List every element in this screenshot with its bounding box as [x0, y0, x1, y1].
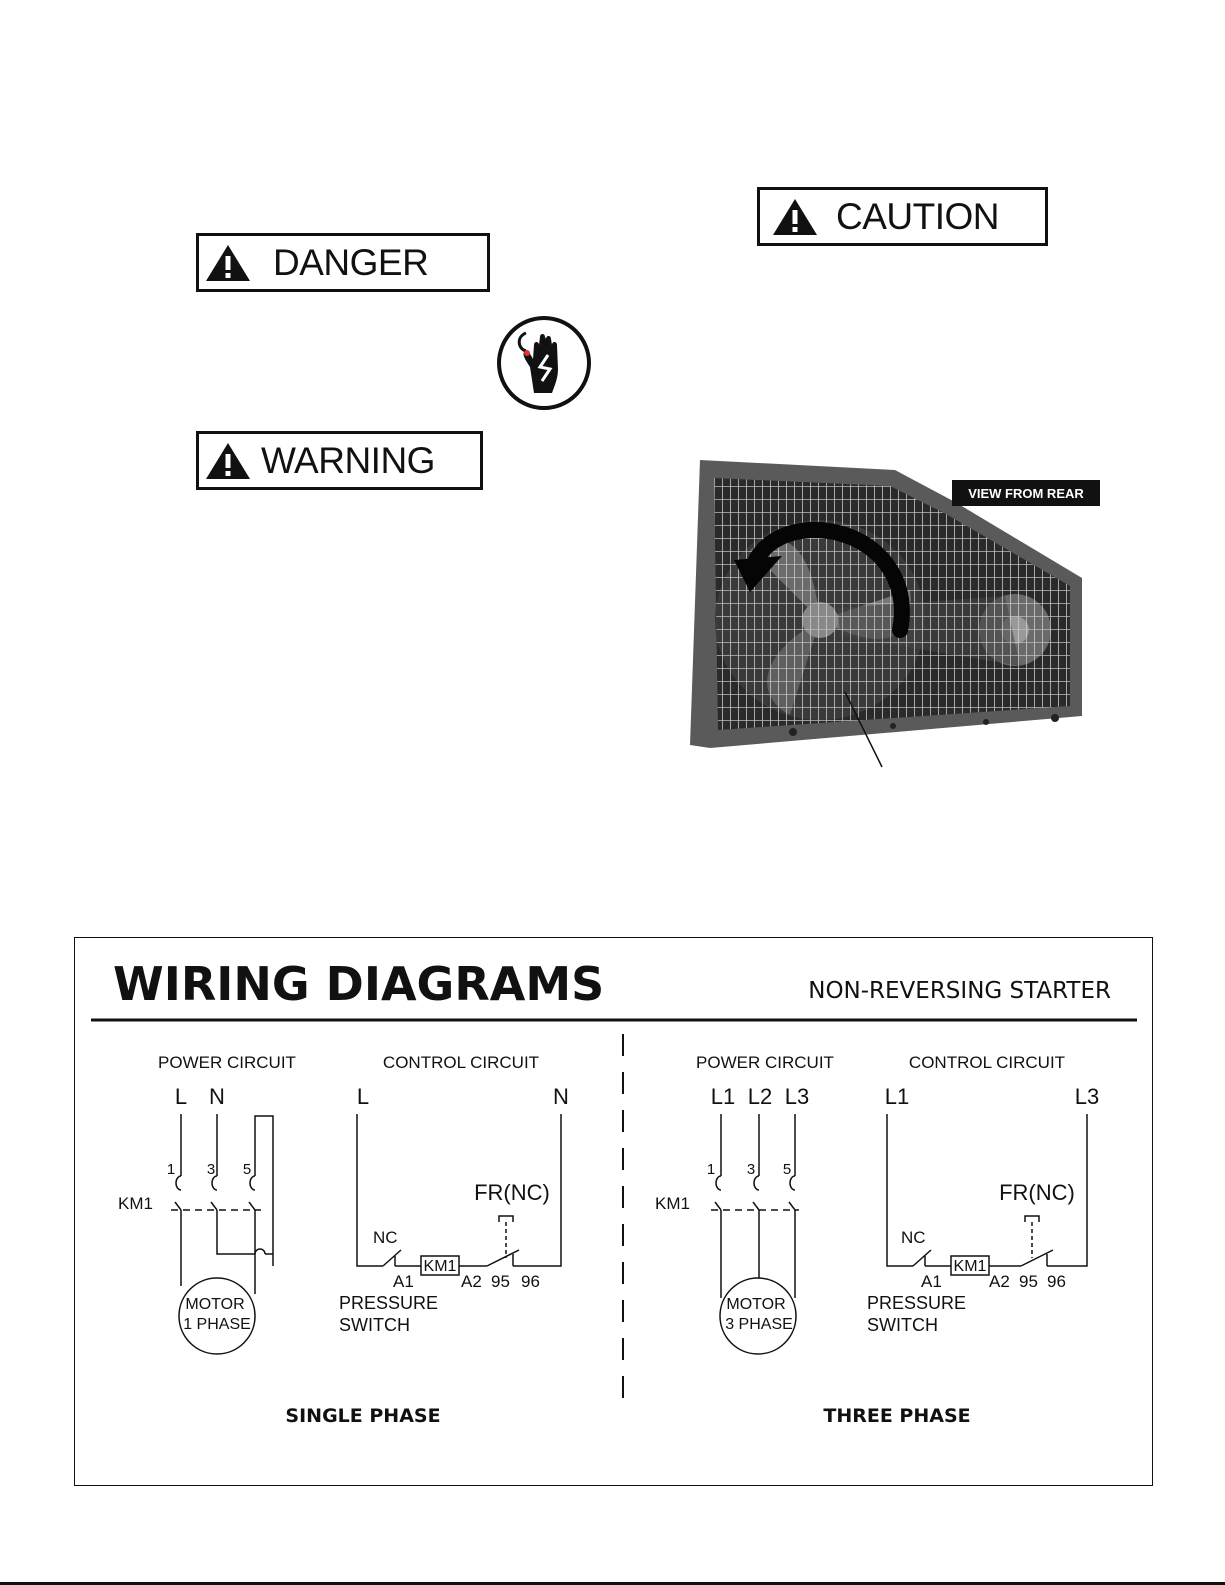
single-a2-label: A2	[461, 1272, 482, 1291]
single-95-label: 95	[491, 1272, 510, 1291]
three-line-l1: L1	[711, 1084, 735, 1109]
single-ctrl-n: N	[553, 1084, 569, 1109]
warning-triangle-icon	[206, 442, 250, 479]
single-motor-line1: MOTOR	[185, 1296, 244, 1313]
three-96-label: 96	[1047, 1272, 1066, 1291]
single-line-l: L	[175, 1084, 187, 1109]
three-coil-label: KM1	[954, 1258, 987, 1275]
single-line-n: N	[209, 1084, 225, 1109]
view-from-rear-label-bg	[952, 480, 1100, 506]
three-95-label: 95	[1019, 1272, 1038, 1291]
three-a1-label: A1	[921, 1272, 942, 1291]
three-phase-caption: THREE PHASE	[823, 1405, 970, 1427]
single-a1-label: A1	[393, 1272, 414, 1291]
caution-sign: CAUTION	[757, 187, 1048, 246]
wiring-title: WIRING DIAGRAMS	[113, 957, 604, 1011]
single-phase-caption: SINGLE PHASE	[285, 1405, 440, 1427]
danger-sign: DANGER	[196, 233, 490, 292]
fan-guard-figure: VIEW FROM REAR	[690, 460, 1100, 768]
single-contact-3: 3	[207, 1161, 215, 1178]
single-power-heading: POWER CIRCUIT	[158, 1053, 296, 1072]
three-contact-1: 1	[707, 1161, 715, 1178]
view-from-rear-label: VIEW FROM REAR	[968, 486, 1084, 501]
three-a2-label: A2	[989, 1272, 1010, 1291]
caution-sign-label: CAUTION	[836, 196, 1000, 237]
single-96-label: 96	[521, 1272, 540, 1291]
three-motor-line1: MOTOR	[726, 1296, 785, 1313]
warning-triangle-icon	[773, 198, 817, 235]
wiring-subtitle: NON-REVERSING STARTER	[808, 978, 1111, 1004]
three-contact-3: 3	[747, 1161, 755, 1178]
warning-sign-label: WARNING	[261, 440, 435, 481]
single-contact-5: 5	[243, 1161, 251, 1178]
page-bottom-rule	[0, 1582, 1225, 1585]
wiring-diagrams-panel: WIRING DIAGRAMS NON-REVERSING STARTER PO…	[74, 937, 1153, 1486]
single-nc-label: NC	[373, 1228, 398, 1247]
three-power-heading: POWER CIRCUIT	[696, 1053, 834, 1072]
danger-sign-label: DANGER	[273, 242, 429, 283]
electric-shock-hand-icon	[497, 316, 591, 410]
three-line-l2: L2	[748, 1084, 772, 1109]
three-pressure-line1: PRESSURE	[867, 1293, 966, 1313]
pointer-line	[844, 691, 883, 768]
three-fr-label: FR(NC)	[999, 1180, 1075, 1205]
single-phase-diagram: POWER CIRCUIT CONTROL CIRCUIT L N	[118, 1053, 569, 1427]
three-line-l3: L3	[785, 1084, 809, 1109]
three-motor-line2: 3 PHASE	[725, 1316, 793, 1333]
three-nc-label: NC	[901, 1228, 926, 1247]
three-contactor-label: KM1	[655, 1194, 690, 1213]
three-pressure-line2: SWITCH	[867, 1315, 938, 1335]
rotation-arrow	[746, 521, 910, 638]
single-pressure-line1: PRESSURE	[339, 1293, 438, 1313]
warning-triangle-icon	[206, 244, 250, 281]
warning-sign: WARNING	[196, 431, 483, 490]
single-ctrl-l: L	[357, 1084, 369, 1109]
single-contactor-label: KM1	[118, 1194, 153, 1213]
single-coil-label: KM1	[424, 1258, 457, 1275]
single-motor-line2: 1 PHASE	[183, 1316, 251, 1333]
single-pressure-line2: SWITCH	[339, 1315, 410, 1335]
single-control-heading: CONTROL CIRCUIT	[383, 1053, 539, 1072]
three-phase-diagram: POWER CIRCUIT CONTROL CIRCUIT L1 L2 L3 1…	[655, 1053, 1099, 1427]
single-fr-label: FR(NC)	[474, 1180, 550, 1205]
three-contact-5: 5	[783, 1161, 791, 1178]
three-control-heading: CONTROL CIRCUIT	[909, 1053, 1065, 1072]
three-ctrl-l1: L1	[885, 1084, 909, 1109]
three-ctrl-l3: L3	[1075, 1084, 1099, 1109]
single-contact-1: 1	[167, 1161, 175, 1178]
